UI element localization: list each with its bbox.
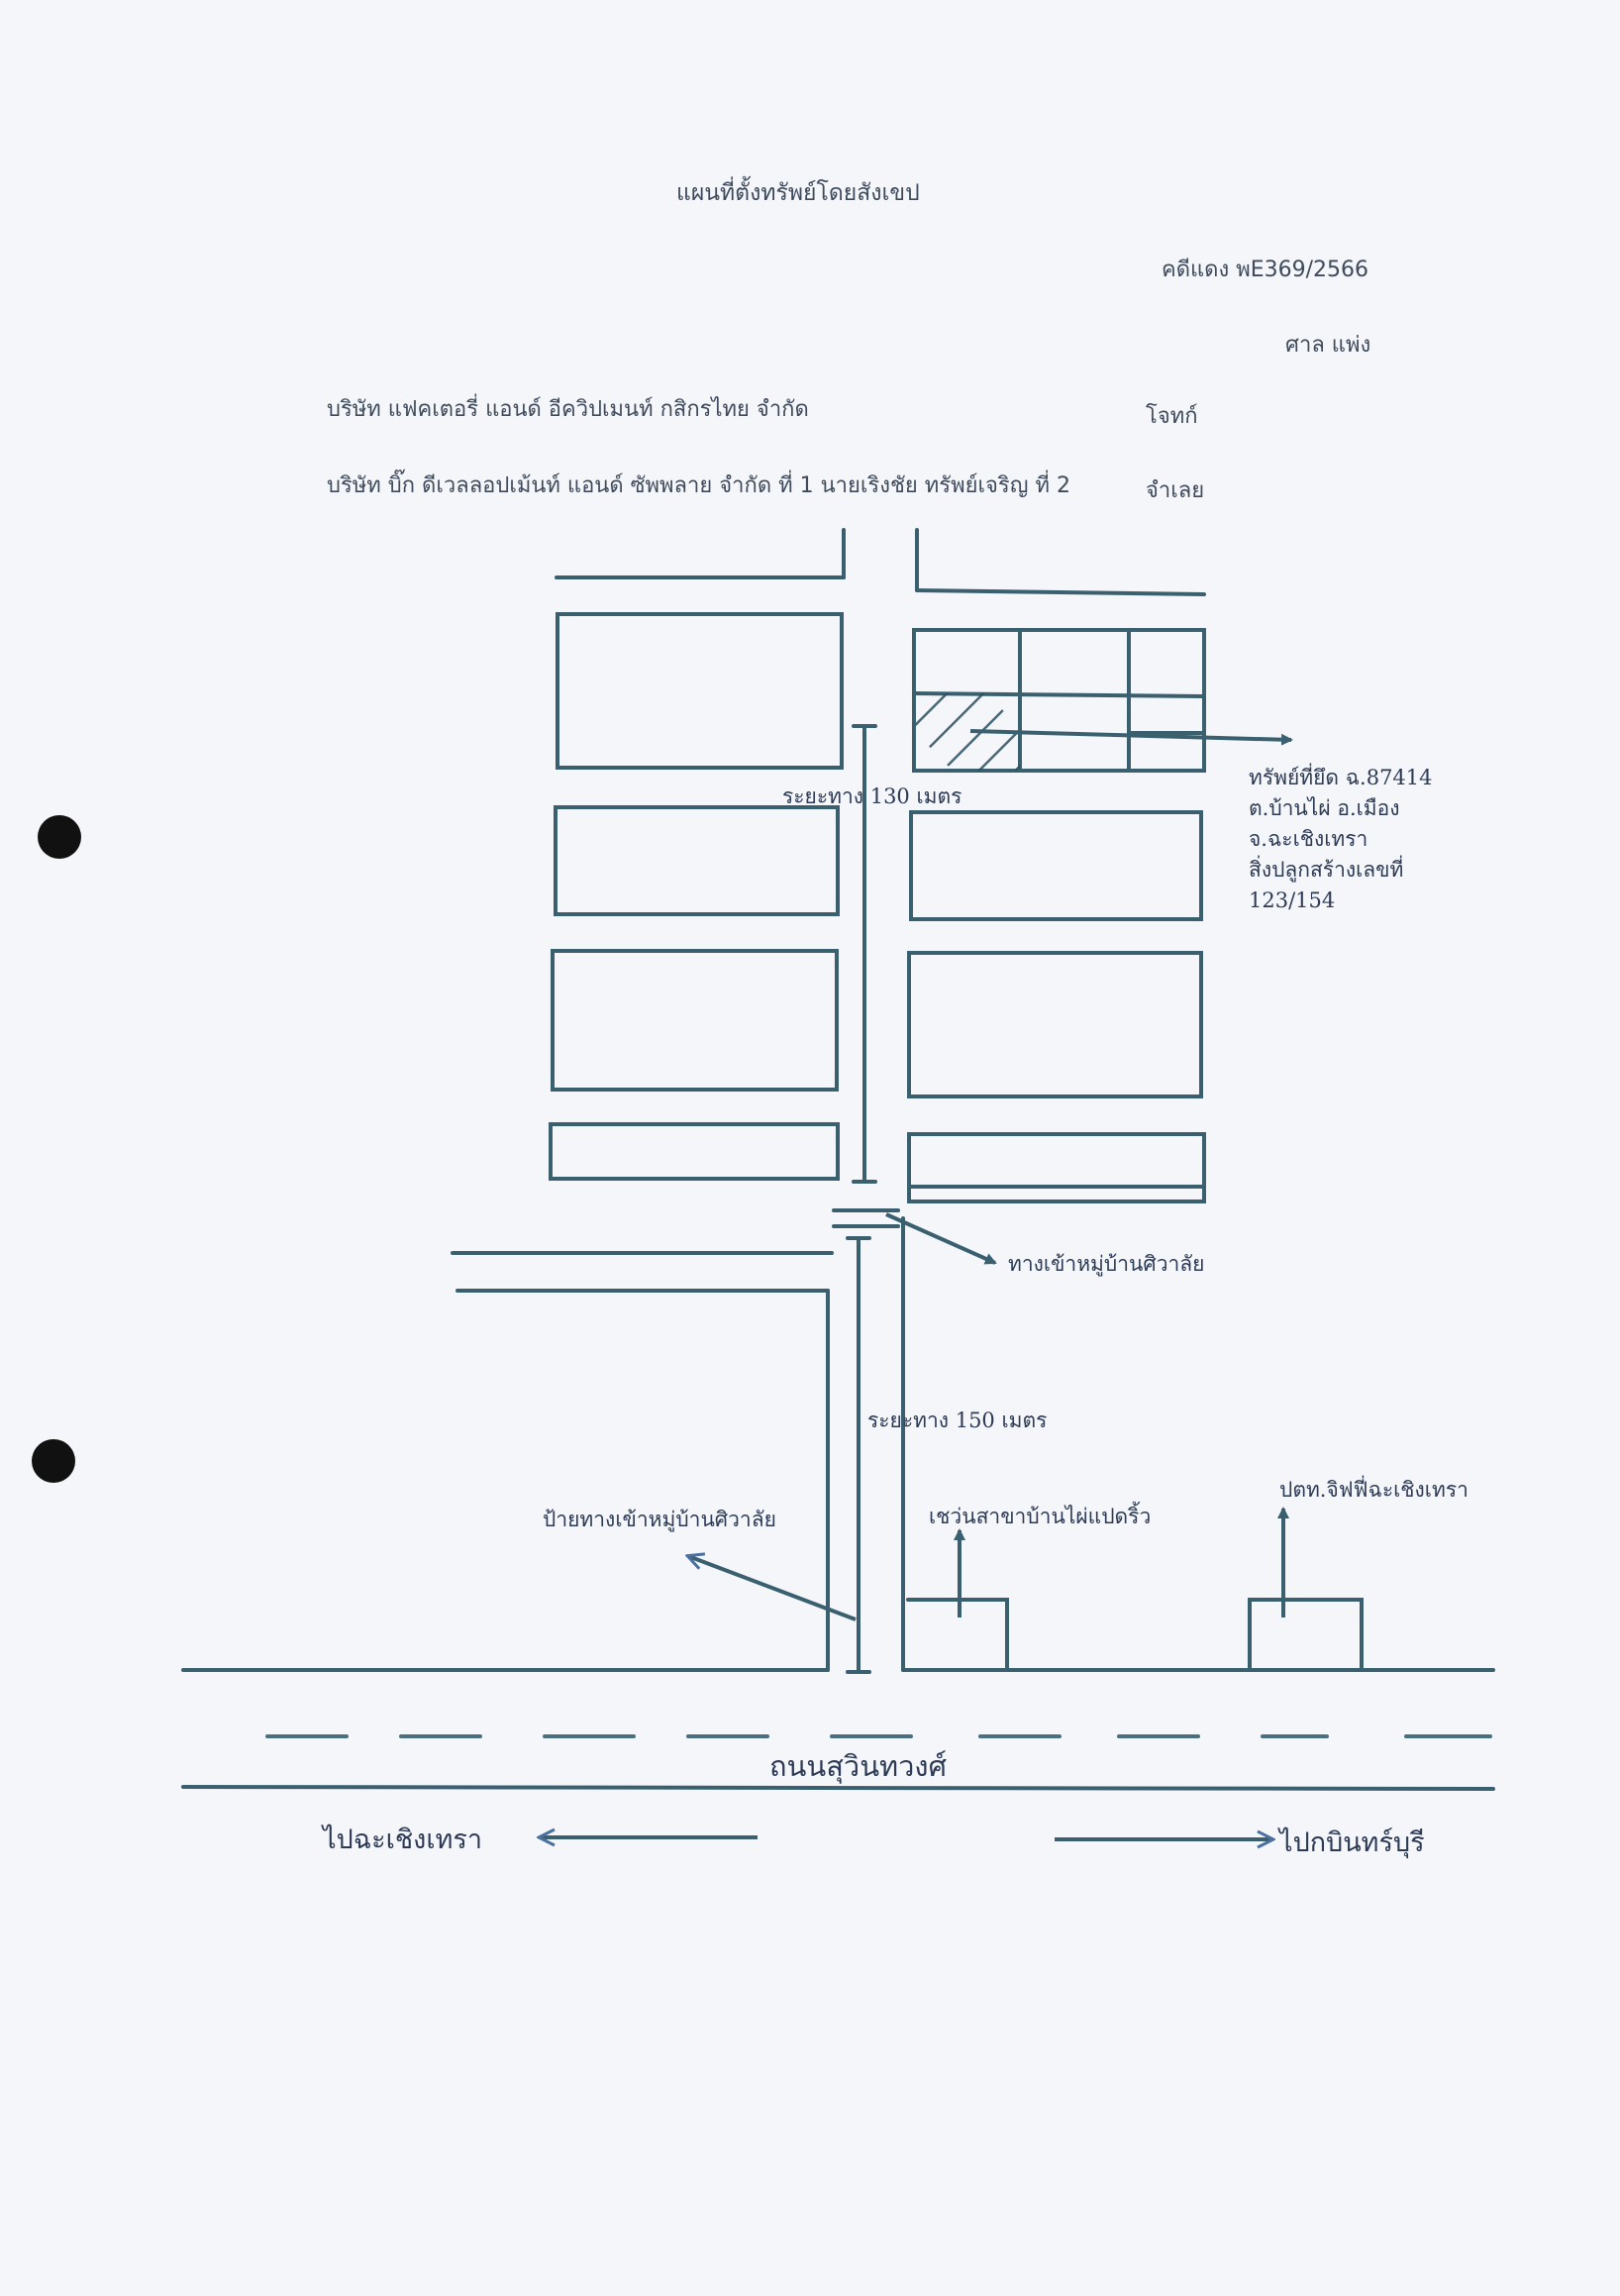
- block-right-3: [907, 951, 1203, 1098]
- seized-property-line-1: ทรัพย์ที่ยึด ฉ.87414: [1249, 766, 1433, 789]
- arrow-seized-property: [969, 729, 1293, 746]
- punch-hole-top: [38, 815, 81, 859]
- court-name: ศาล แพ่ง: [1285, 333, 1371, 358]
- seized-property-note: ทรัพย์ที่ยึด ฉ.87414 ต.บ้านไผ่ อ.เมือง จ…: [1249, 763, 1433, 916]
- block-right-2: [909, 810, 1203, 921]
- village-sign-label: ป้ายทางเข้าหมู่บ้านศิวาลัย: [543, 1508, 776, 1531]
- arrow-village-sign: [688, 1556, 857, 1621]
- defendant-label: จำเลย: [1146, 478, 1205, 503]
- punch-hole-bottom: [32, 1439, 75, 1483]
- distance-150m-label: ระยะทาง 150 เมตร: [867, 1409, 1048, 1432]
- block-left-1: [556, 612, 844, 770]
- seized-property-line-5: 123/154: [1249, 888, 1336, 912]
- seized-property-hatch: [916, 693, 1020, 771]
- block-right-1: [912, 628, 1206, 773]
- direction-kabinburi: ไปกบินทร์บุรี: [1279, 1827, 1425, 1858]
- showroom-label: เชว่นสาขาบ้านไผ่แปดริ้ว: [929, 1505, 1152, 1528]
- arrow-village-entrance: [885, 1212, 997, 1265]
- seized-property-line-4: สิ่งปลูกสร้างเลขที่: [1249, 858, 1404, 882]
- plaintiff-name: บริษัท แฟคเตอรี่ แอนด์ อีควิปเมนท์ กสิกร…: [327, 397, 809, 422]
- seized-property-line-2: ต.บ้านไผ่ อ.เมือง: [1249, 796, 1400, 820]
- case-number: คดีแดง พE369/2566: [1162, 258, 1368, 282]
- document-title: แผนที่ตั้งทรัพย์โดยสังเขป: [676, 180, 920, 206]
- gas-station-label: ปตท.จิฟฟี่ฉะเชิงเทรา: [1279, 1478, 1468, 1502]
- seized-property-line-3: จ.ฉะเชิงเทรา: [1249, 827, 1368, 851]
- block-left-2: [554, 805, 840, 916]
- upper-right-road-edge: [915, 588, 1206, 596]
- block-left-4: [549, 1122, 840, 1181]
- plaintiff-label: โจทก์: [1146, 404, 1198, 429]
- distance-130m-label: ระยะทาง 130 เมตร: [782, 784, 962, 808]
- showroom-building: [906, 1598, 1009, 1672]
- gas-station-building: [1248, 1598, 1364, 1672]
- direction-chachoengsao: ไปฉะเชิงเทรา: [323, 1825, 483, 1855]
- main-road-south-edge: [181, 1785, 1495, 1791]
- block-right-4: [907, 1132, 1206, 1203]
- block-left-3: [551, 949, 839, 1092]
- main-road-name: ถนนสุวินทวงศ์: [769, 1749, 947, 1783]
- village-entrance-label: ทางเข้าหมู่บ้านศิวาลัย: [1008, 1252, 1205, 1276]
- defendant-name: บริษัท บิ๊ก ดีเวลลอปเม้นท์ แอนด์ ซัพพลาย…: [327, 473, 1070, 498]
